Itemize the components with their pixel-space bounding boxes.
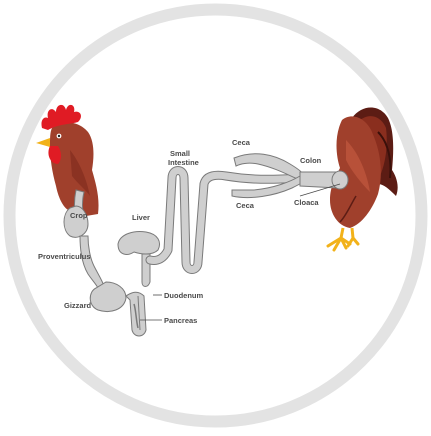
label-liver: Liver bbox=[132, 213, 150, 222]
label-cloaca: Cloaca bbox=[294, 198, 319, 207]
label-proventriculus: Proventriculus bbox=[38, 252, 91, 261]
label-ceca-top: Ceca bbox=[232, 138, 251, 147]
label-small-intestine-1: Small bbox=[170, 149, 190, 158]
diagram-labels: Crop Proventriculus Gizzard Liver Duoden… bbox=[38, 138, 322, 325]
label-duodenum: Duodenum bbox=[164, 291, 203, 300]
label-gizzard: Gizzard bbox=[64, 301, 92, 310]
frame-ring bbox=[3, 3, 428, 428]
label-small-intestine-2: Intestine bbox=[168, 158, 199, 167]
label-pancreas: Pancreas bbox=[164, 316, 197, 325]
crop-shape bbox=[63, 205, 89, 238]
liver-shape bbox=[117, 231, 160, 255]
gizzard-shape bbox=[89, 281, 127, 312]
digestive-tract bbox=[63, 153, 349, 337]
leader-lines bbox=[140, 183, 341, 321]
pancreas-shape bbox=[133, 303, 139, 329]
label-ceca-bottom: Ceca bbox=[236, 201, 255, 210]
label-colon: Colon bbox=[300, 156, 322, 165]
rooster-head-icon bbox=[36, 104, 99, 216]
rooster-body-icon bbox=[326, 107, 398, 252]
cloaca-shape bbox=[331, 170, 349, 190]
label-crop: Crop bbox=[70, 211, 88, 220]
